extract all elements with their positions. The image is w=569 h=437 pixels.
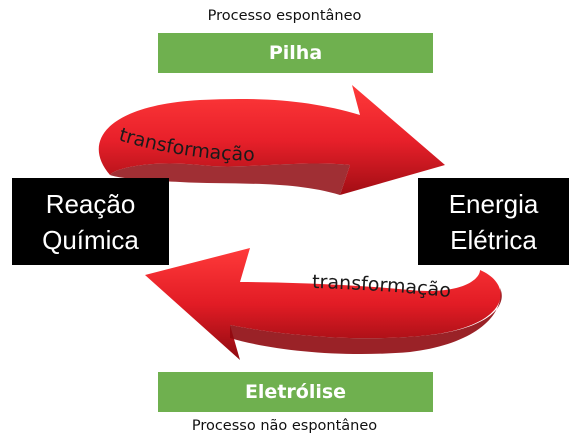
bottom-arrow	[145, 248, 501, 360]
reacao-quimica-box: Reação Química	[12, 178, 169, 265]
reacao-line1: Reação	[45, 188, 136, 219]
spontaneous-caption: Processo espontâneo	[207, 8, 362, 24]
energia-line1: Energia	[448, 188, 539, 219]
energia-line2: Elétrica	[450, 224, 537, 255]
energia-eletrica-box: Energia Elétrica	[418, 178, 569, 265]
top-arrow	[98, 85, 445, 195]
eletrolise-box: Eletrólise	[158, 372, 433, 412]
non-spontaneous-caption: Processo não espontâneo	[191, 418, 378, 434]
pilha-box: Pilha	[158, 33, 433, 73]
top-arrow-underside	[110, 163, 350, 195]
reacao-line2: Química	[42, 224, 139, 255]
bottom-arrow-shadow	[230, 288, 502, 355]
